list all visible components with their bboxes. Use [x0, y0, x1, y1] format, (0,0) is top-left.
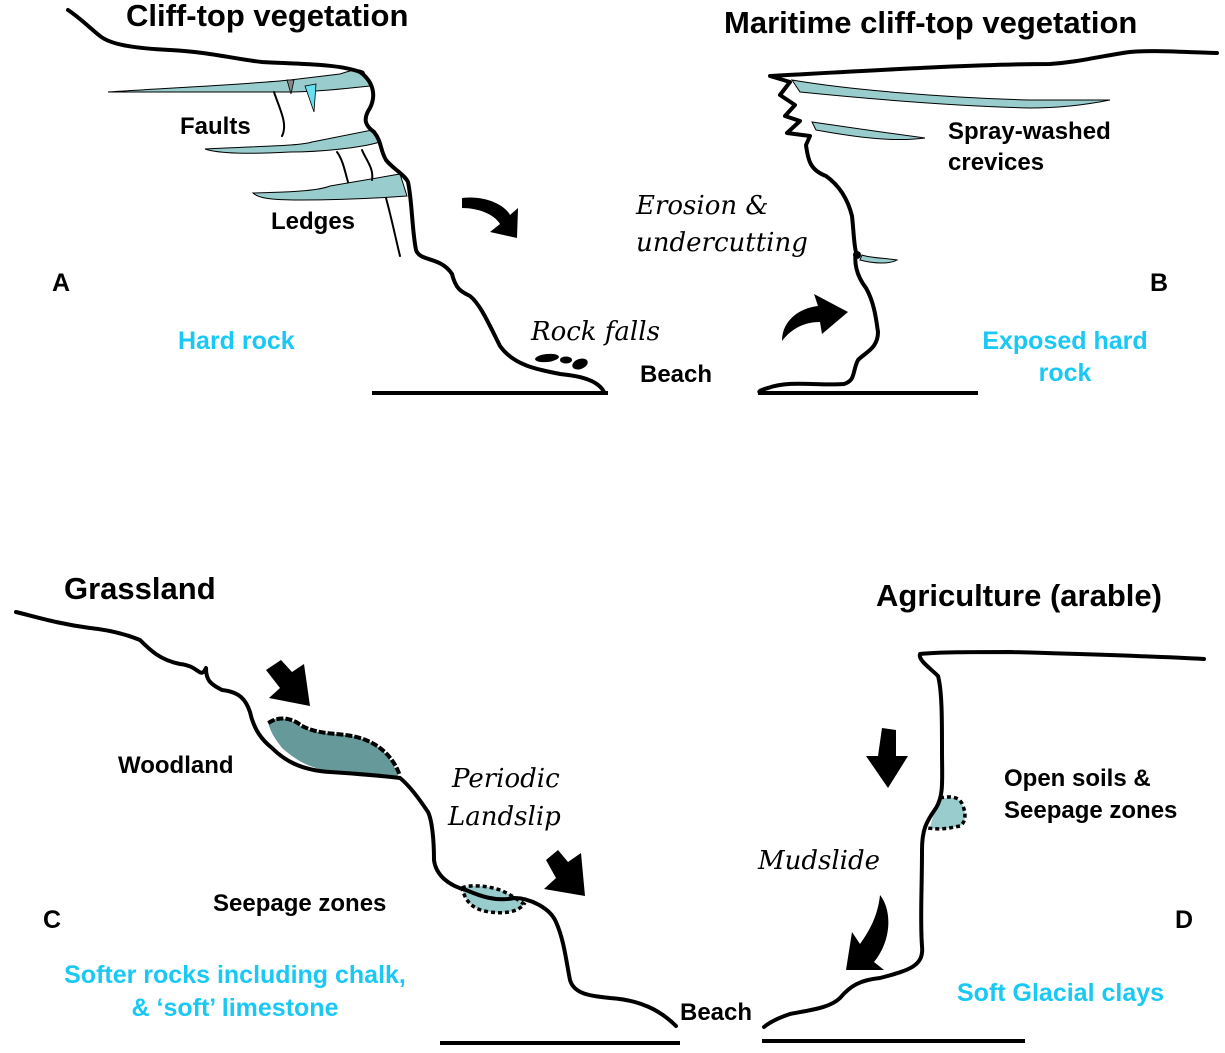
panel-d-rock-type: Soft Glacial clays [957, 979, 1164, 1007]
panel-b: Maritime cliff-top vegetation Spray-wash… [635, 5, 1219, 395]
fault-line [273, 91, 286, 137]
cliff-profile-d [762, 650, 1206, 1029]
landslip-label-line2: Landslip [447, 802, 561, 832]
woodland-zone [268, 718, 398, 777]
crevice-upper [790, 79, 1111, 109]
panel-c-title: Grassland [64, 571, 216, 606]
panel-b-rock-type-line1: Exposed hard [982, 327, 1147, 355]
icicle-drip-small [286, 79, 295, 95]
panel-b-title: Maritime cliff-top vegetation [724, 5, 1137, 40]
mudslide-arrow-curved-icon [846, 895, 889, 970]
open-soils-label-line2: Seepage zones [1004, 797, 1177, 824]
fault-line [385, 197, 401, 257]
crevices-label-line2: crevices [948, 149, 1044, 176]
ledge-upper [107, 69, 371, 93]
ledge-middle [204, 129, 381, 154]
ledge-lower [251, 173, 408, 201]
mudslide-arrow-straight-icon [866, 728, 908, 788]
panel-a: Cliff-top vegetation Faults Ledges A Har… [52, 0, 660, 395]
panel-c: Grassland Woodland Seepage zones Periodi… [14, 571, 680, 1045]
beach-label-top: Beach [640, 361, 712, 388]
seepage-boundary-c [460, 884, 527, 915]
crevice-small [859, 254, 899, 264]
panel-c-rock-type-line2: & ‘soft’ limestone [132, 994, 339, 1022]
landslip-arrow-upper-icon [266, 660, 310, 706]
panel-a-rock-type: Hard rock [178, 327, 295, 355]
erosion-notch [853, 251, 861, 259]
fallen-rock [560, 356, 572, 364]
crevices-label-line1: Spray-washed [948, 118, 1111, 145]
faults-label: Faults [180, 113, 251, 140]
mudslide-label: Mudslide [757, 846, 880, 876]
fault-line [336, 151, 349, 183]
woodland-boundary [267, 716, 403, 779]
woodland-label: Woodland [118, 752, 234, 779]
panel-a-letter: A [52, 269, 70, 297]
panel-a-title: Cliff-top vegetation [126, 0, 408, 33]
cliff-profile-a [66, 8, 606, 394]
landslip-label-line1: Periodic [451, 764, 560, 794]
icicle-drip [304, 83, 317, 113]
wave-arrow-icon [782, 294, 848, 341]
falling-arrow-icon [462, 197, 518, 238]
seepage-label-c: Seepage zones [213, 890, 386, 917]
landslip-arrow-lower-icon [544, 850, 585, 896]
ledges-label: Ledges [271, 208, 355, 235]
panel-c-letter: C [43, 906, 61, 934]
cliff-profile-b [757, 49, 1219, 394]
fallen-rock [572, 358, 588, 370]
cliff-profile-c [14, 610, 678, 1028]
panel-b-letter: B [1150, 269, 1168, 297]
erosion-label-line1: Erosion & [635, 191, 769, 221]
rock-falls-label: Rock falls [530, 317, 660, 347]
fault-line [361, 149, 374, 181]
crevice-lower [811, 121, 926, 141]
seepage-boundary-d [927, 795, 967, 831]
panel-d-letter: D [1175, 906, 1193, 934]
panel-d: Agriculture (arable) Open soils & Seepag… [680, 578, 1206, 1043]
panel-d-title: Agriculture (arable) [876, 578, 1162, 613]
panel-c-rock-type-line1: Softer rocks including chalk, [64, 961, 406, 989]
erosion-label-line2: undercutting [636, 228, 808, 258]
fallen-rock [535, 353, 559, 363]
beach-label-bottom: Beach [680, 999, 752, 1026]
panel-b-rock-type-line2: rock [1039, 359, 1092, 387]
open-soils-label-line1: Open soils & [1004, 765, 1151, 792]
